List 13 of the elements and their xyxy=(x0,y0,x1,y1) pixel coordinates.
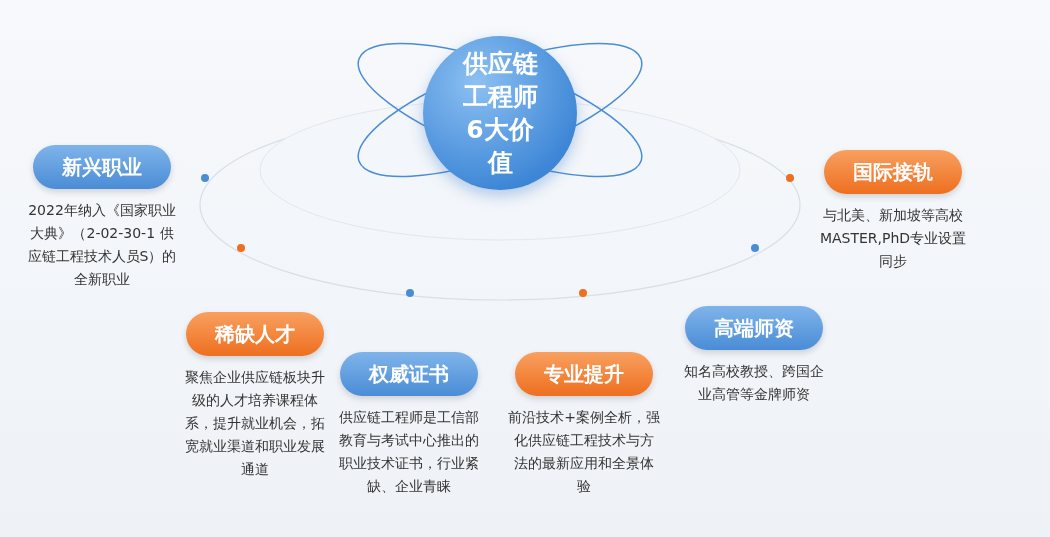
description-text: 聚焦企业供应链板块升级的人才培养课程体系，提升就业机会，拓宽就业渠道和职业发展通道 xyxy=(184,368,326,479)
description-text: 与北美、新加坡等高校MASTER,PhD专业设置同步 xyxy=(818,206,968,271)
value-pill: 新兴职业 xyxy=(33,145,171,189)
description-text: 知名高校教授、跨国企业高管等金牌师资 xyxy=(683,362,825,404)
description-text: 前沿技术+案例全析，强化供应链工程技术与方法的最新应用和全景体验 xyxy=(508,408,660,496)
value-pill: 稀缺人才 xyxy=(186,312,324,356)
value-pill: 权威证书 xyxy=(340,352,478,396)
value-pill: 专业提升 xyxy=(515,352,653,396)
description-text: 供应链工程师是工信部教育与考试中心推出的职业技术证书，行业紧缺、企业青睐 xyxy=(338,408,480,496)
hub-circle: 供应链工程师6大价值 xyxy=(423,36,577,190)
value-pill: 高端师资 xyxy=(685,306,823,350)
value-pill: 国际接轨 xyxy=(824,150,962,194)
description-text: 2022年纳入《国家职业大典》（2-02-30-1 供应链工程技术人员S）的全新职业 xyxy=(26,201,178,289)
